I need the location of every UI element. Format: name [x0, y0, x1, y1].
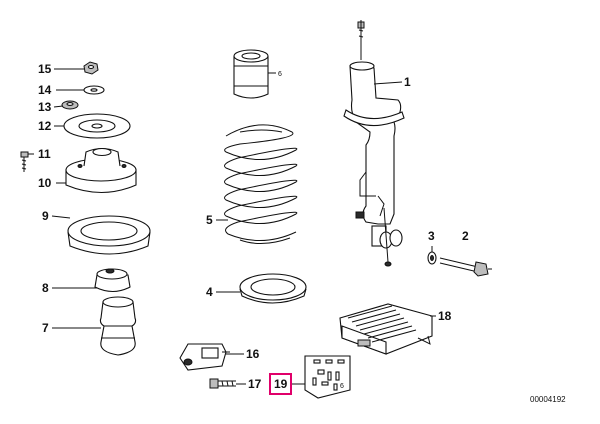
leader-lines	[28, 68, 492, 385]
callout-13[interactable]: 13	[38, 100, 52, 114]
callout-labels: 15 14 13 12 11 10 9 8 7 6 5 4 1 2 3 18 1…	[38, 62, 469, 395]
callout-17[interactable]: 17	[248, 377, 262, 391]
callout-5[interactable]: 5	[206, 213, 213, 227]
callout-19-highlight[interactable]	[269, 373, 292, 395]
callout-4[interactable]: 4	[206, 285, 213, 299]
svg-text:6: 6	[340, 383, 344, 390]
washer-small-drawing	[83, 85, 105, 95]
relay-drawing: 6	[304, 355, 351, 399]
protective-boot-drawing	[233, 49, 269, 99]
callout-2[interactable]: 2	[462, 229, 469, 243]
hex-nut-drawing	[83, 61, 99, 75]
strut-mount-drawing	[65, 147, 137, 193]
mount-bolt-drawing	[20, 151, 29, 172]
coil-spring-drawing	[224, 124, 298, 244]
callout-8[interactable]: 8	[42, 281, 49, 295]
upper-spring-pad-drawing	[67, 215, 151, 255]
callout-11[interactable]: 11	[38, 147, 51, 161]
washer-drawing	[427, 251, 437, 265]
callout-16[interactable]: 16	[246, 347, 260, 361]
support-plate-drawing	[63, 113, 131, 139]
callout-6[interactable]: 6	[278, 71, 282, 78]
callout-12[interactable]: 12	[38, 119, 52, 133]
callout-9[interactable]: 9	[42, 209, 49, 223]
callout-3[interactable]: 3	[428, 229, 435, 243]
callout-10[interactable]: 10	[38, 176, 52, 190]
callout-7[interactable]: 7	[42, 321, 49, 335]
callout-14[interactable]: 14	[38, 83, 52, 97]
control-unit-drawing	[339, 303, 433, 355]
bolt-drawing	[439, 257, 489, 277]
stop-buffer-drawing	[94, 268, 131, 293]
reference-number: 00004192	[530, 395, 566, 404]
bump-stop-drawing	[99, 296, 137, 356]
callout-1[interactable]: 1	[404, 75, 411, 89]
callout-18[interactable]: 18	[438, 309, 452, 323]
callout-19[interactable]: 19	[274, 377, 288, 391]
sensor-drawing	[179, 343, 230, 371]
shock-absorber-strut-drawing	[343, 20, 405, 267]
locknut-drawing	[61, 100, 79, 110]
lower-spring-pad-drawing	[239, 273, 307, 304]
sensor-bolt-drawing	[209, 378, 236, 389]
callout-15[interactable]: 15	[38, 62, 52, 76]
